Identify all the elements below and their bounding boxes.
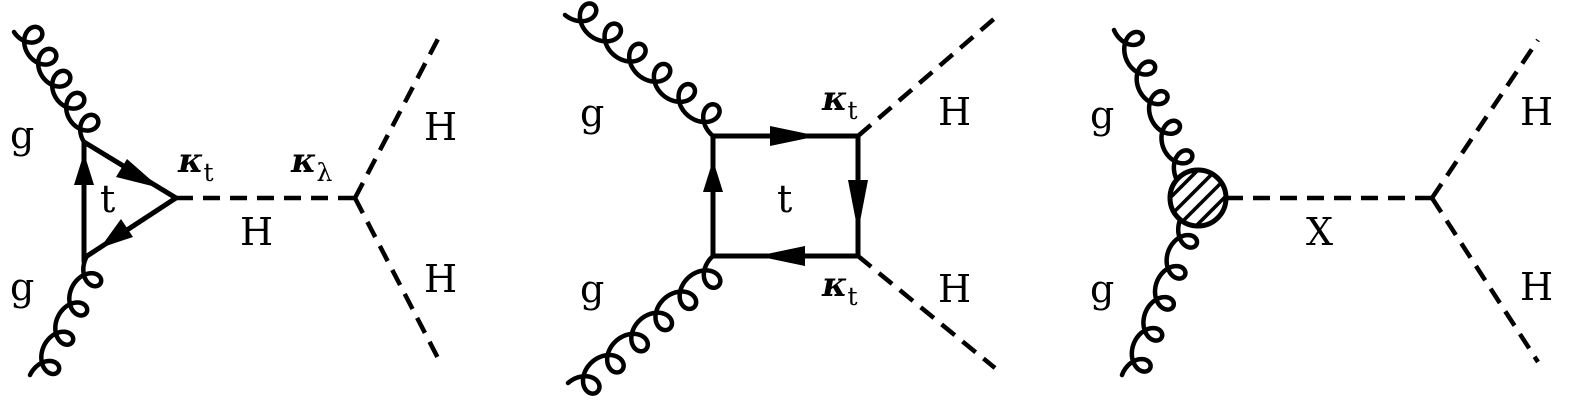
triangle-loop-line (81, 139, 181, 263)
gluon-label-top: g (10, 113, 34, 157)
gluon-label-top: g (580, 91, 604, 135)
higgs-label-bottom: H (938, 267, 971, 311)
gluon-label-bottom: g (10, 265, 34, 309)
box-diagram: g g t κt κt H H (562, 1, 997, 396)
coupling-label-top: κt (821, 79, 858, 125)
gluon-label-bottom: g (580, 267, 604, 311)
loop-quark-label: t (777, 177, 792, 221)
higgs-out-top-line (856, 16, 997, 138)
higgs-out-bottom-line (1430, 196, 1540, 364)
fermion-arrow-upper-edge (116, 159, 160, 188)
gluon-label-top: g (1090, 93, 1114, 137)
higgs-label-top: H (424, 105, 457, 149)
higgs-out-bottom-line (353, 196, 442, 364)
higgs-out-top-line (353, 33, 442, 200)
fermion-arrow-lower-edge (100, 219, 133, 248)
gluon-bottom-line (1119, 217, 1200, 378)
higgs-label-top: H (1520, 90, 1553, 134)
hatched-blob-vertex (1167, 167, 1229, 229)
fermion-arrow-top-edge (770, 126, 818, 146)
gluon-top-line (562, 1, 722, 139)
higgs-label-bottom: H (424, 257, 457, 301)
fermion-arrow-right-edge (848, 180, 868, 232)
coupling-label-bottom: κt (821, 265, 858, 311)
higgs-label-top: H (938, 90, 971, 134)
fermion-arrow-bottom-edge (757, 246, 805, 266)
gluon-label-bottom: g (1090, 267, 1114, 311)
coupling-label-top: κt (177, 141, 214, 187)
fermion-arrow-up (74, 153, 94, 185)
triangle-diagram: g g t κt κλ H H H (10, 24, 457, 378)
coupling-label-self: κλ (290, 141, 332, 187)
gluon-top-line (11, 24, 101, 145)
gluon-bottom-line (565, 253, 723, 396)
propagator-label: X (1306, 210, 1333, 254)
gluon-bottom-line (27, 255, 104, 378)
loop-quark-label: t (100, 177, 115, 221)
higgs-out-bottom-line (856, 254, 997, 370)
propagator-label: H (240, 210, 273, 254)
higgs-out-top-line (1430, 38, 1540, 200)
gluon-top-line (1111, 27, 1195, 181)
higgs-label-bottom: H (1520, 265, 1553, 309)
resonance-diagram: g g X H H (1090, 27, 1553, 378)
fermion-arrow-left-edge (703, 160, 723, 192)
